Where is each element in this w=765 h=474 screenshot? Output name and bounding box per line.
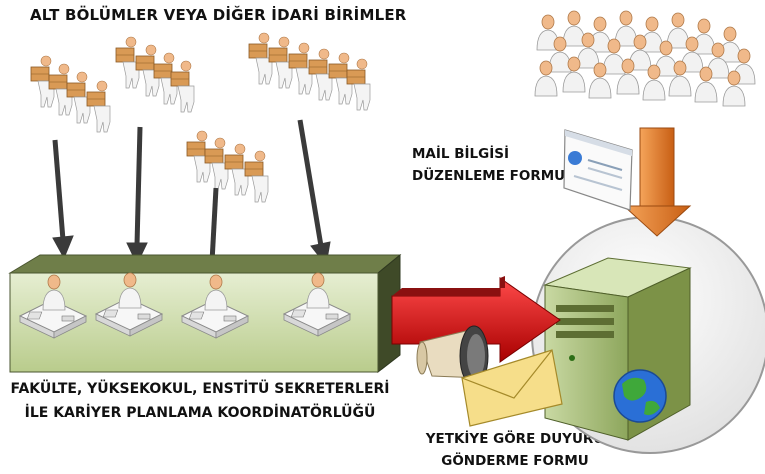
- globe-icon: [613, 369, 667, 423]
- orange-arrow-down: [622, 127, 692, 237]
- secretaries-line2: İLE KARİYER PLANLAMA KOORDİNATÖRLÜĞÜ: [24, 405, 376, 421]
- secretaries-label: FAKÜLTE, YÜKSEKOKUL, ENSTİTÜ SEKRETERLER…: [0, 377, 400, 425]
- envelope-icon: [461, 349, 563, 427]
- notice-form-label: YETKİYE GÖRE DUYURU GÖNDERME FORMU: [395, 428, 635, 472]
- mail-form-line1: MAİL BİLGİSİ: [412, 146, 509, 162]
- carrier-group-4: [186, 130, 269, 203]
- title-sub-units: ALT BÖLÜMLER VEYA DİĞER İDARİ BİRİMLER: [30, 6, 407, 24]
- mail-form-document-icon: [563, 129, 633, 211]
- notice-form-line2: GÖNDERME FORMU: [441, 453, 589, 469]
- carrier-group-2: [115, 36, 195, 113]
- mail-form-line2: DÜZENLEME FORMU: [412, 168, 566, 184]
- crowd: [534, 10, 756, 107]
- megaphone-icon: [416, 325, 489, 387]
- carrier-group-3: [248, 32, 371, 111]
- notice-form-line1: YETKİYE GÖRE DUYURU: [425, 431, 605, 447]
- mail-form-label: MAİL BİLGİSİ DÜZENLEME FORMU: [412, 143, 565, 187]
- server-icon: [543, 257, 692, 441]
- secretaries-line1: FAKÜLTE, YÜKSEKOKUL, ENSTİTÜ SEKRETERLER…: [10, 381, 390, 397]
- carrier-group-1: [30, 55, 111, 133]
